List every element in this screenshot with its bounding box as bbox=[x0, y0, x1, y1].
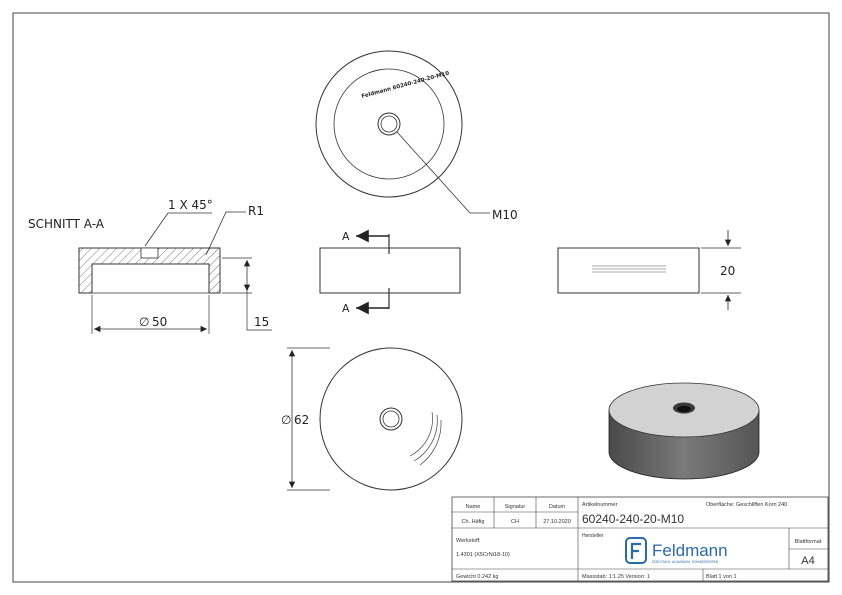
section-marker-bottom: A bbox=[342, 302, 350, 315]
section-view: SCHNITT A-A 1 X 45° R1 ∅ 50 15 bbox=[28, 198, 272, 334]
top-view: Feldmann 60240-240-20-M10 M10 bbox=[315, 50, 518, 222]
surface-finish: Oberfläche: Geschliffen Korn 240 bbox=[706, 502, 787, 508]
format-label: Blattformat bbox=[795, 539, 822, 545]
thread-dimension: M10 bbox=[492, 208, 518, 222]
material-value: 1.4301 (X5CrNi18-10) bbox=[456, 552, 510, 558]
side-view: 20 bbox=[557, 230, 741, 310]
section-label: SCHNITT A-A bbox=[28, 217, 105, 231]
article-label: Artikelnummer bbox=[582, 502, 618, 508]
inner-diameter-value: 50 bbox=[152, 315, 167, 329]
weight: Gewicht 0.242 kg bbox=[456, 574, 499, 580]
radius-dimension: R1 bbox=[248, 204, 264, 218]
sheet-border bbox=[12, 12, 830, 583]
isometric-view bbox=[608, 382, 760, 480]
side-body bbox=[557, 247, 700, 294]
article-number: 60240-240-20-M10 bbox=[582, 512, 684, 526]
height-dimension: 20 bbox=[720, 264, 735, 278]
drawn-by-name: Ch. Häfig bbox=[462, 519, 485, 525]
front-body bbox=[319, 247, 461, 294]
brand-tagline: EDELSTAHL, ALUMINIUM, SCHMIEDEEISEN bbox=[652, 560, 719, 564]
engraving-text: Feldmann 60240-240-20-M10 bbox=[361, 71, 450, 100]
section-thread-hole bbox=[140, 247, 159, 259]
format-value: A4 bbox=[801, 555, 814, 567]
col-date: Datum bbox=[549, 504, 566, 510]
material-label: Werkstoff: bbox=[456, 538, 481, 544]
title-block: Name Signatur Datum Ch. Häfig CH 27.10.2… bbox=[451, 496, 829, 582]
top-outer-circle bbox=[315, 50, 463, 198]
drawn-date: 27.10.2020 bbox=[543, 519, 571, 525]
diameter-symbol-inner: ∅ bbox=[139, 315, 149, 329]
feldmann-logo-icon bbox=[625, 537, 647, 564]
scale-version: Massstab: 1:1.25 Version: 1 bbox=[582, 574, 650, 580]
section-marker-top: A bbox=[342, 230, 350, 243]
outer-diameter-value: 62 bbox=[294, 413, 309, 427]
bottom-view: ∅ 62 bbox=[281, 347, 463, 491]
sheet-number: Blatt 1 von 1 bbox=[706, 574, 737, 580]
chamfer-dimension: 1 X 45° bbox=[168, 198, 213, 212]
brand-name: Feldmann bbox=[652, 541, 728, 560]
depth-dimension: 15 bbox=[254, 315, 269, 329]
bottom-outer-circle bbox=[319, 347, 463, 491]
drawn-by-signature: CH bbox=[511, 519, 519, 525]
diameter-symbol-outer: ∅ bbox=[281, 413, 291, 427]
maker-label: Hersteller bbox=[582, 533, 604, 539]
front-view: A A bbox=[319, 229, 461, 315]
col-name: Name bbox=[466, 504, 481, 510]
col-signature: Signatur bbox=[505, 504, 526, 510]
top-thread-hole bbox=[377, 112, 401, 136]
